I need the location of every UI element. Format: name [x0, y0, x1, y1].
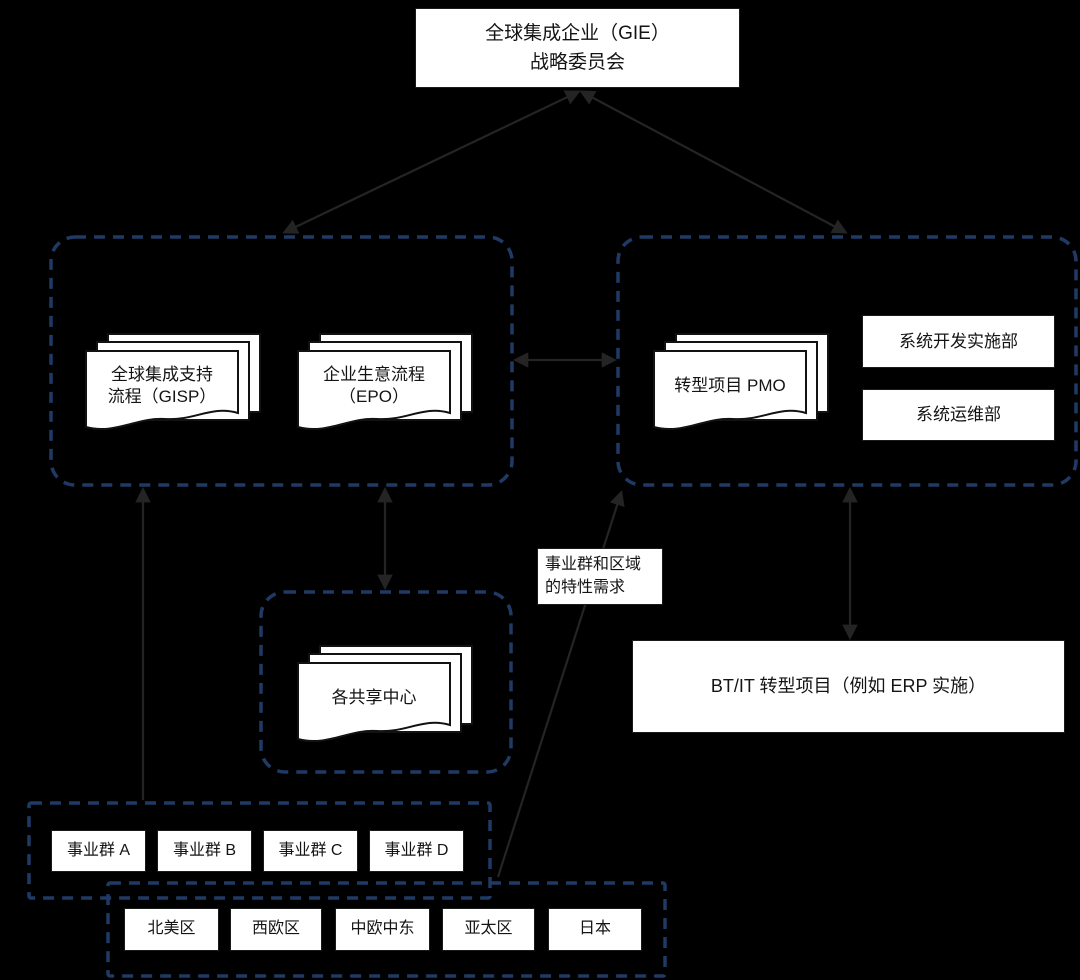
gie-committee-line1: 全球集成企业（GIE） [485, 22, 670, 44]
region-west-europe-label: 西欧区 [251, 920, 300, 938]
region-central-europe-mideast-label: 中欧中东 [350, 920, 415, 938]
needs-annotation-line1: 事业群和区域 [545, 556, 642, 574]
gisp-label-line1: 全球集成支持 [111, 364, 213, 384]
document-stack-icon [653, 333, 829, 431]
document-stack-icon [297, 645, 473, 743]
btit-project-box: BT/IT 转型项目（例如 ERP 实施） [632, 640, 1065, 733]
epo-label: 企业生意流程 （EPO） [299, 352, 449, 420]
shared-dashed-group-frame [259, 590, 513, 774]
business-unit-d-label: 事业群 D [384, 841, 449, 859]
gisp-label: 全球集成支持 流程（GISP） [87, 352, 237, 420]
business-unit-a-label: 事业群 A [66, 841, 131, 859]
regions-dashed-frame [106, 881, 667, 978]
shared-center-label: 各共享中心 [299, 664, 449, 732]
epo-doc-stack: 企业生意流程 （EPO） [297, 333, 473, 435]
business-unit-c-box: 事业群 C [263, 830, 358, 872]
sys-ops-box: 系统运维部 [862, 389, 1055, 441]
shared-center-label-text: 各共享中心 [331, 687, 417, 707]
region-west-europe-box: 西欧区 [230, 908, 322, 951]
needs-annotation-line2: 的特性需求 [545, 578, 626, 596]
region-asia-pacific-label: 亚太区 [464, 920, 513, 938]
pmo-label: 转型项目 PMO [655, 352, 805, 420]
gie-committee-line2: 战略委员会 [529, 52, 625, 73]
epo-label-line1: 企业生意流程 [323, 364, 425, 384]
left-dashed-group-frame [49, 235, 514, 487]
sys-dev-box: 系统开发实施部 [862, 315, 1055, 368]
region-japan-label: 日本 [578, 920, 611, 938]
needs-annotation-box: 事业群和区域 的特性需求 [537, 548, 663, 605]
business-unit-c-label: 事业群 C [278, 841, 343, 859]
business-unit-a-box: 事业群 A [51, 830, 146, 872]
region-central-europe-mideast-box: 中欧中东 [335, 908, 430, 951]
pmo-label-text: 转型项目 PMO [674, 375, 786, 395]
sys-ops-label: 系统运维部 [916, 405, 1001, 425]
document-stack-icon [297, 333, 473, 431]
arrow-gie-right-group [579, 90, 848, 234]
arrow-gie-left-group [282, 90, 581, 234]
region-japan-box: 日本 [548, 908, 642, 951]
epo-label-line2: （EPO） [339, 387, 409, 406]
business-unit-b-box: 事业群 B [157, 830, 252, 872]
business-unit-b-label: 事业群 B [172, 841, 237, 859]
btit-project-label: BT/IT 转型项目（例如 ERP 实施） [710, 675, 987, 696]
business-units-dashed-frame [27, 801, 492, 900]
business-unit-d-box: 事业群 D [369, 830, 464, 872]
pmo-doc-stack: 转型项目 PMO [653, 333, 829, 435]
region-north-america-label: 北美区 [147, 920, 196, 938]
region-asia-pacific-box: 亚太区 [442, 908, 535, 951]
region-north-america-box: 北美区 [124, 908, 219, 951]
gisp-doc-stack: 全球集成支持 流程（GISP） [85, 333, 261, 435]
gisp-label-line2: 流程（GISP） [107, 387, 217, 406]
gie-committee-box: 全球集成企业（GIE） 战略委员会 [415, 8, 740, 88]
shared-center-doc-stack: 各共享中心 [297, 645, 473, 747]
document-stack-icon [85, 333, 261, 431]
sys-dev-label: 系统开发实施部 [899, 331, 1018, 351]
